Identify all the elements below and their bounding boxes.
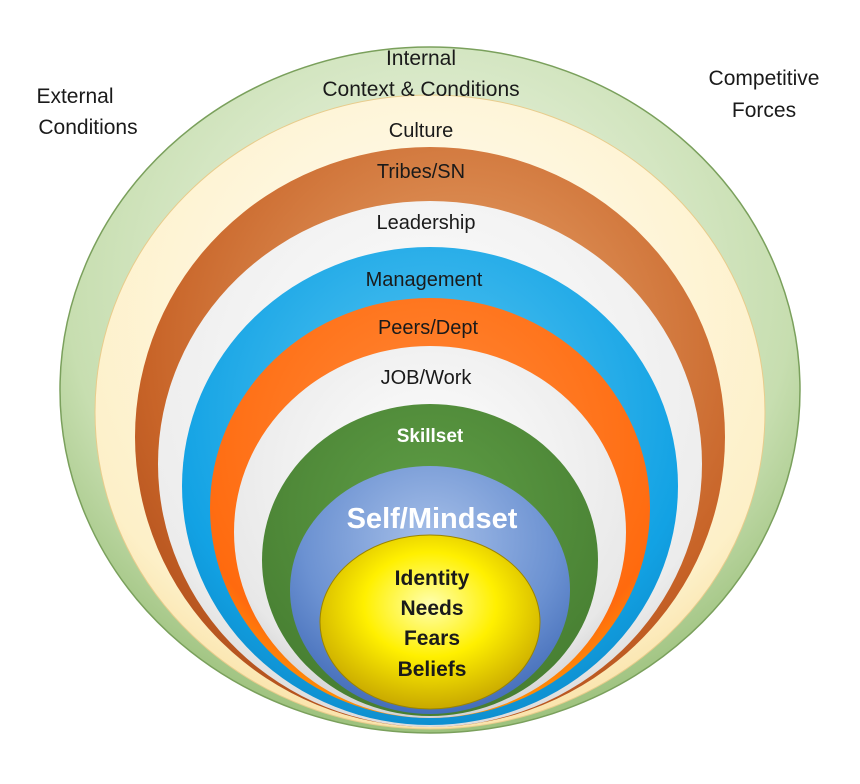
label-culture: Culture bbox=[389, 120, 453, 142]
label-competitive-1: Competitive bbox=[709, 67, 820, 90]
label-job: JOB/Work bbox=[381, 367, 473, 389]
core-beliefs: Beliefs bbox=[398, 658, 467, 681]
label-tribes: Tribes/SN bbox=[377, 161, 465, 183]
label-self: Self/Mindset bbox=[347, 503, 518, 535]
core-needs: Needs bbox=[400, 597, 463, 620]
label-management: Management bbox=[366, 269, 483, 291]
label-competitive-2: Forces bbox=[732, 99, 796, 122]
label-leadership: Leadership bbox=[377, 212, 476, 234]
label-skillset: Skillset bbox=[397, 426, 464, 447]
label-internal-2: Context & Conditions bbox=[322, 78, 519, 101]
label-external-2: Conditions bbox=[38, 116, 137, 139]
label-external-1: External bbox=[36, 85, 113, 108]
label-peers: Peers/Dept bbox=[378, 317, 478, 339]
ring-core bbox=[319, 534, 541, 710]
core-identity: Identity bbox=[395, 567, 470, 590]
core-fears: Fears bbox=[404, 627, 460, 650]
label-internal-1: Internal bbox=[386, 47, 456, 70]
